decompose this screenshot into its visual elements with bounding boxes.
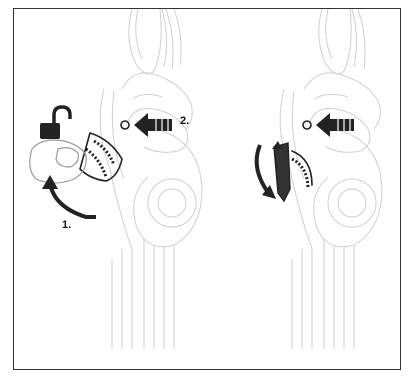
panel-unlock-and-push: 1. 2. (14, 9, 208, 371)
panel-lever-rotated (208, 9, 402, 371)
device-illustration-right (208, 9, 402, 371)
carabiner-top (319, 9, 365, 74)
finger-on-lever (30, 140, 87, 183)
step-1-label: 1. (62, 219, 71, 231)
instruction-figure: 1. 2. (13, 8, 401, 370)
lock-lever-rotated (272, 141, 312, 201)
step-2-label: 2. (180, 115, 189, 127)
device-illustration-left (14, 9, 208, 371)
carabiner-top (129, 9, 181, 74)
unlocked-padlock-icon (40, 107, 70, 139)
rotate-arrow-icon (257, 145, 276, 199)
push-arrow-icon (134, 113, 172, 137)
